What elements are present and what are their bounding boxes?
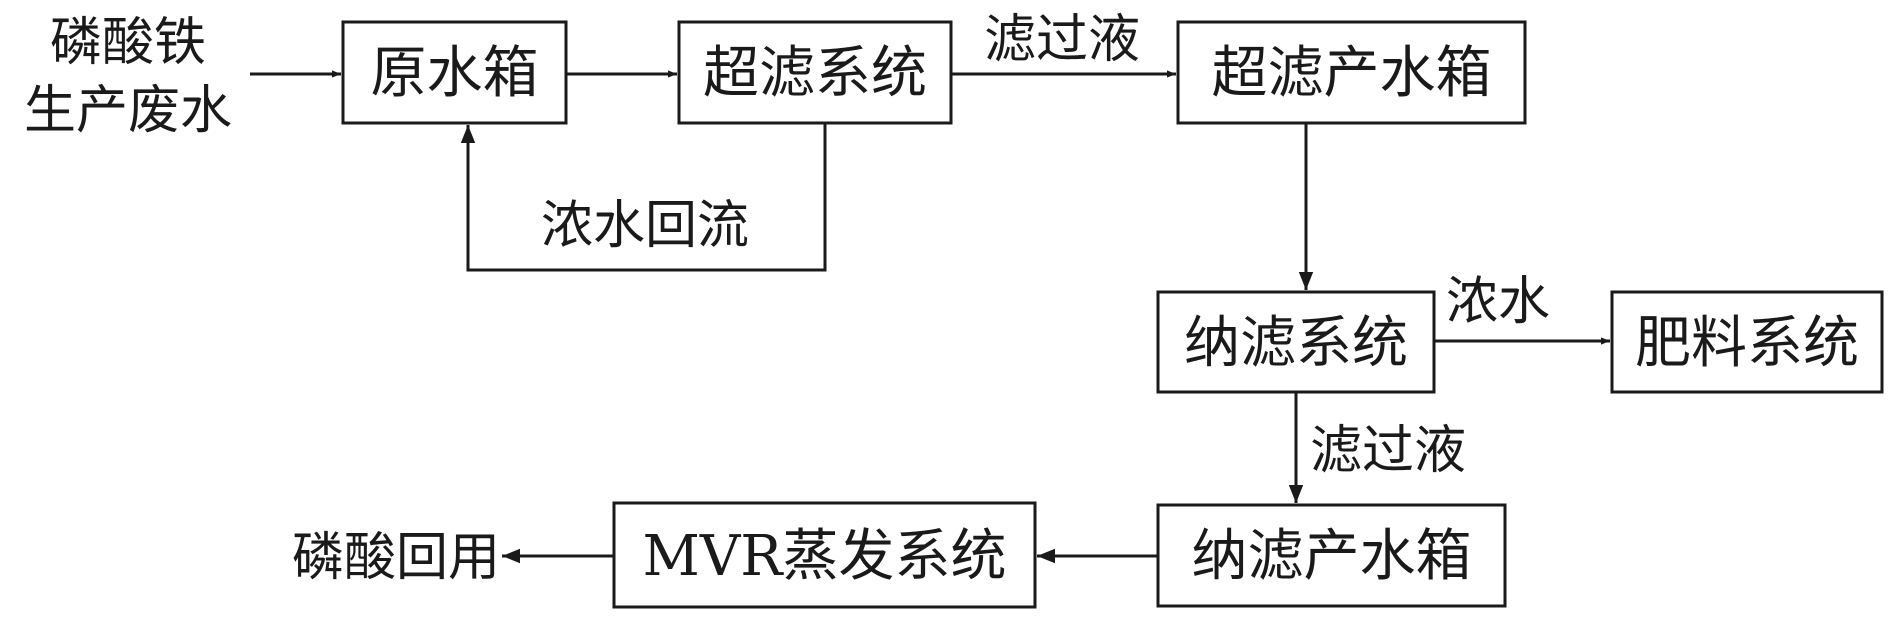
nf-product-tank-label: 纳滤产水箱 — [1192, 524, 1472, 589]
source-label-line2: 生产废水 — [24, 81, 232, 141]
mvr-system-label: MVR蒸发系统 — [643, 524, 1007, 589]
fertilizer-system-label: 肥料系统 — [1635, 311, 1859, 376]
nf-system-label: 纳滤系统 — [1184, 311, 1408, 376]
uf-product-tank-label: 超滤产水箱 — [1212, 41, 1492, 106]
concentrate-reflux-label: 浓水回流 — [541, 196, 749, 256]
output-label: 磷酸回用 — [292, 528, 500, 588]
fertilizer-system-node: 肥料系统 — [1610, 290, 1884, 394]
source-label-line1: 磷酸铁 — [50, 13, 206, 73]
raw-water-tank-label: 原水箱 — [371, 41, 539, 106]
uf-filtrate-label: 滤过液 — [984, 10, 1140, 70]
nf-concentrate-label: 浓水 — [1446, 272, 1550, 332]
arrow-concentrate-reflux — [460, 123, 827, 272]
raw-water-tank-node: 原水箱 — [341, 20, 568, 125]
mvr-system-node: MVR蒸发系统 — [612, 501, 1037, 609]
uf-system-node: 超滤系统 — [677, 20, 953, 125]
uf-product-tank-node: 超滤产水箱 — [1176, 20, 1527, 125]
nf-system-node: 纳滤系统 — [1156, 290, 1436, 394]
nf-product-tank-node: 纳滤产水箱 — [1156, 503, 1507, 608]
uf-system-label: 超滤系统 — [703, 41, 927, 106]
nf-filtrate-label: 滤过液 — [1310, 421, 1466, 481]
